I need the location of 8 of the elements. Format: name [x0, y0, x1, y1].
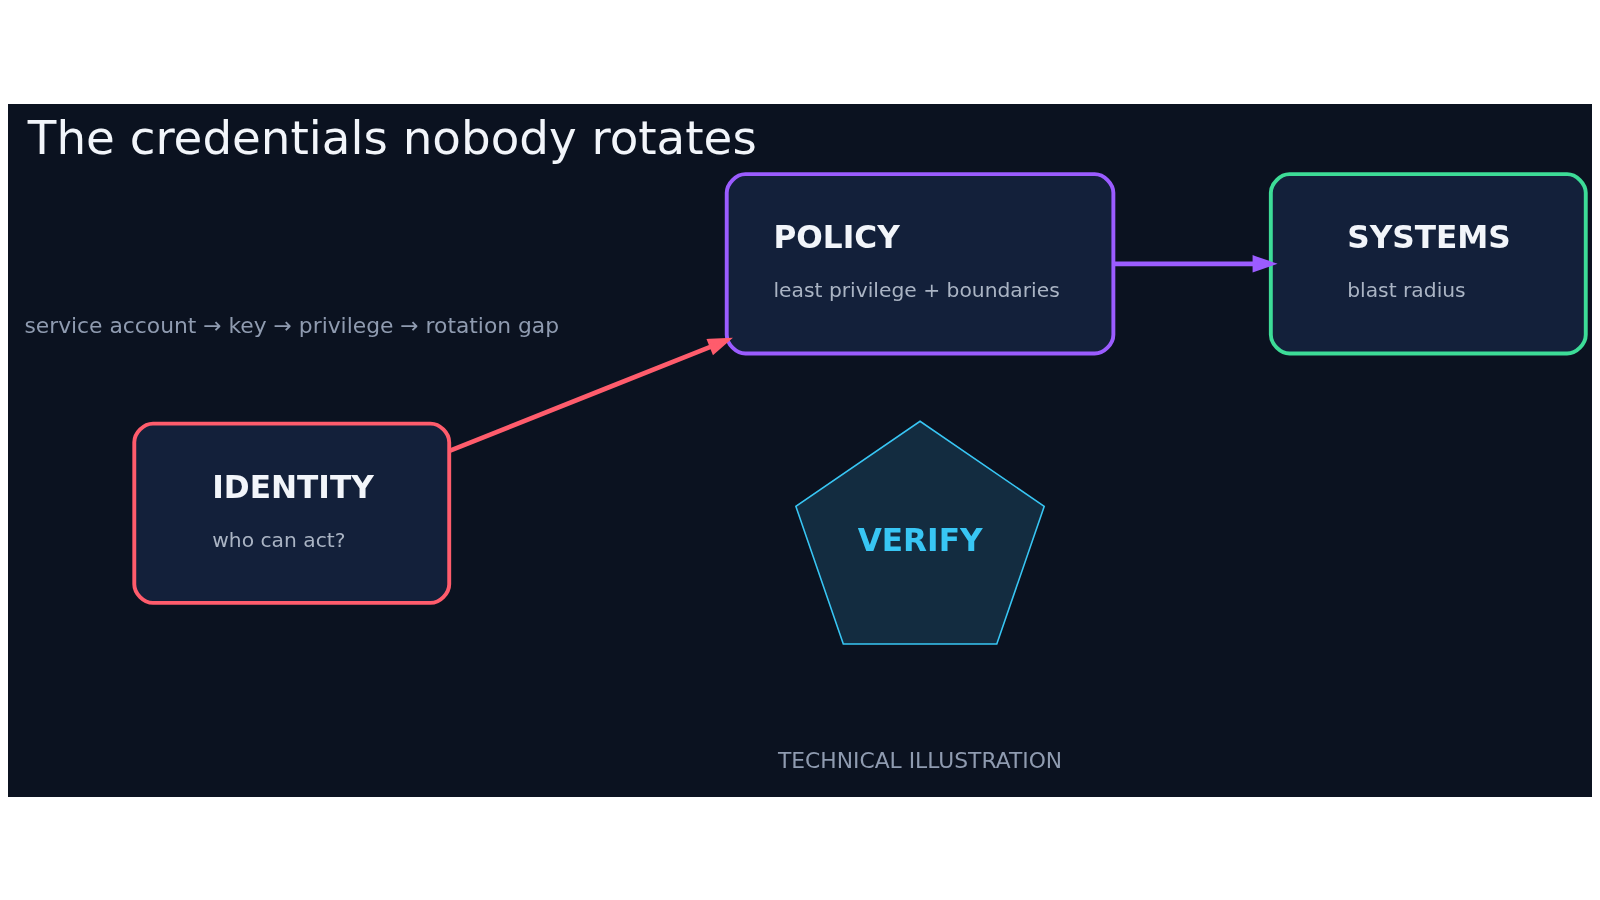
arrow: [448, 337, 733, 453]
node-box: SYSTEMS blast radius: [1268, 171, 1588, 355]
diagram-title: The credentials nobody rotates: [27, 110, 757, 165]
node-box: IDENTITY who can act?: [132, 421, 452, 605]
label: TECHNICAL ILLUSTRATION: [777, 747, 1063, 773]
node-box: POLICY least privilege + boundaries: [724, 171, 1116, 355]
arrow: [1114, 254, 1278, 273]
label: service account → key → privilege → rotation gap: [24, 312, 560, 338]
